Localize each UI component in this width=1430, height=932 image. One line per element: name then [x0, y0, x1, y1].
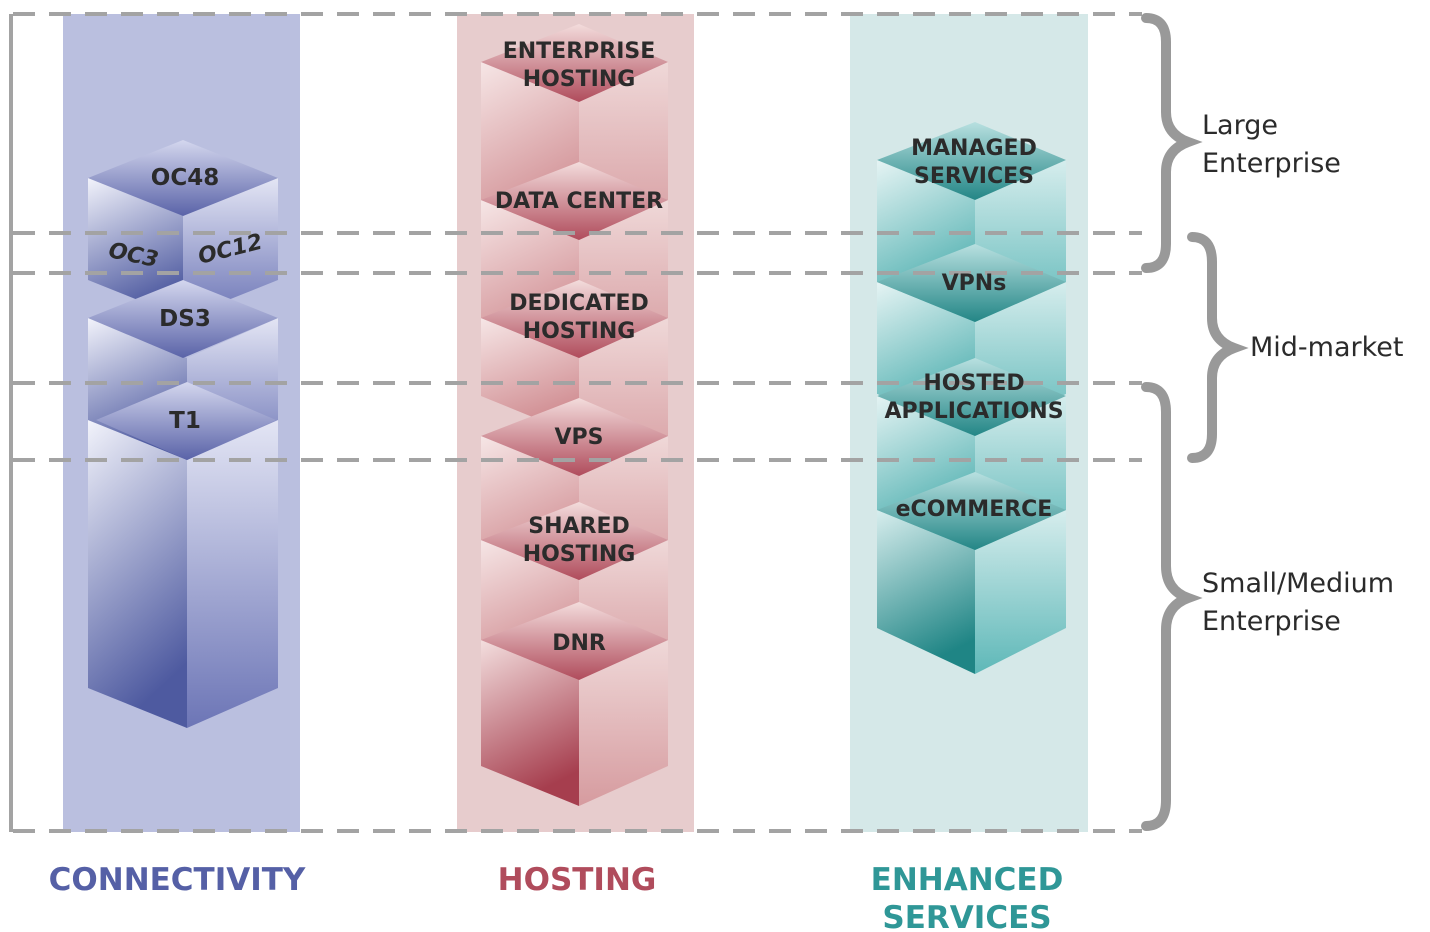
segment-divider-lines [13, 12, 1142, 833]
dedicated-hosting-diamond [481, 280, 668, 358]
hosted-applications-label-line1: HOSTED [923, 371, 1024, 396]
connectivity-column-label: CONNECTIVITY [49, 862, 306, 898]
dedicated-cube-left-face [481, 318, 579, 436]
shared-hosting-label-line1: SHARED [528, 514, 630, 539]
t1-diamond [96, 382, 276, 460]
small-medium-enterprise-label-line1: Small/Medium [1202, 568, 1394, 599]
ecommerce-diamond [877, 472, 1066, 550]
ecommerce-cube-left-face [877, 510, 975, 674]
connectivity-stack [88, 140, 278, 728]
vps-diamond [481, 398, 668, 476]
vps-label: VPS [555, 425, 604, 450]
data-center-diamond [481, 162, 668, 240]
enhanced-services-column-label-line2: SERVICES [882, 900, 1051, 932]
ds3-diamond [88, 280, 278, 358]
managed-services-label-line2: SERVICES [914, 164, 1034, 189]
large-enterprise-label-line1: Large [1202, 110, 1278, 141]
dedicated-hosting-label-line1: DEDICATED [509, 291, 649, 316]
oc48-label: OC48 [151, 165, 219, 191]
hosting-column-label: HOSTING [498, 862, 657, 898]
vpns-diamond [877, 244, 1066, 322]
managed-services-diamond [877, 122, 1066, 200]
vpns-label: VPNs [942, 271, 1007, 296]
managed-services-label-line1: MANAGED [911, 136, 1037, 161]
oc3-face [88, 178, 183, 318]
dnr-cube-right-face [579, 640, 668, 806]
segment-braces [1141, 13, 1249, 831]
ds3-label: DS3 [159, 306, 211, 332]
dnr-cube-left-face [481, 640, 579, 806]
data-center-label: DATA CENTER [495, 189, 663, 214]
small-medium-brace [1141, 382, 1203, 831]
dnr-diamond [481, 602, 668, 680]
hosted-applications-label-line2: APPLICATIONS [884, 399, 1063, 424]
oc12-face [183, 178, 278, 318]
t1-label: T1 [169, 408, 201, 434]
enterprise-hosting-label-line1: ENTERPRISE [503, 39, 656, 64]
mid-market-brace [1187, 232, 1249, 463]
dedicated-hosting-label-line2: HOSTING [523, 319, 636, 344]
hosting-stack [481, 24, 668, 806]
large-enterprise-label-line2: Enterprise [1202, 148, 1341, 179]
t1-cube-left-face [88, 420, 187, 728]
shared-hosting-label-line2: HOSTING [523, 542, 636, 567]
enhanced-stack [877, 122, 1066, 674]
mid-market-label: Mid-market [1250, 332, 1404, 363]
large-enterprise-brace [1141, 13, 1203, 273]
enhanced-services-column-label-line1: ENHANCED [871, 862, 1064, 898]
ecommerce-cube-right-face [975, 510, 1066, 674]
hosted-applications-diamond [877, 358, 1066, 436]
ecommerce-label: eCOMMERCE [896, 497, 1053, 522]
oc48-diamond [88, 140, 278, 216]
shared-hosting-diamond [481, 502, 668, 580]
enterprise-hosting-label-line2: HOSTING [523, 67, 636, 92]
t1-cube-right-face [187, 420, 278, 728]
enterprise-hosting-diamond [481, 24, 668, 102]
small-medium-enterprise-label-line2: Enterprise [1202, 606, 1341, 637]
dnr-label: DNR [552, 631, 606, 656]
